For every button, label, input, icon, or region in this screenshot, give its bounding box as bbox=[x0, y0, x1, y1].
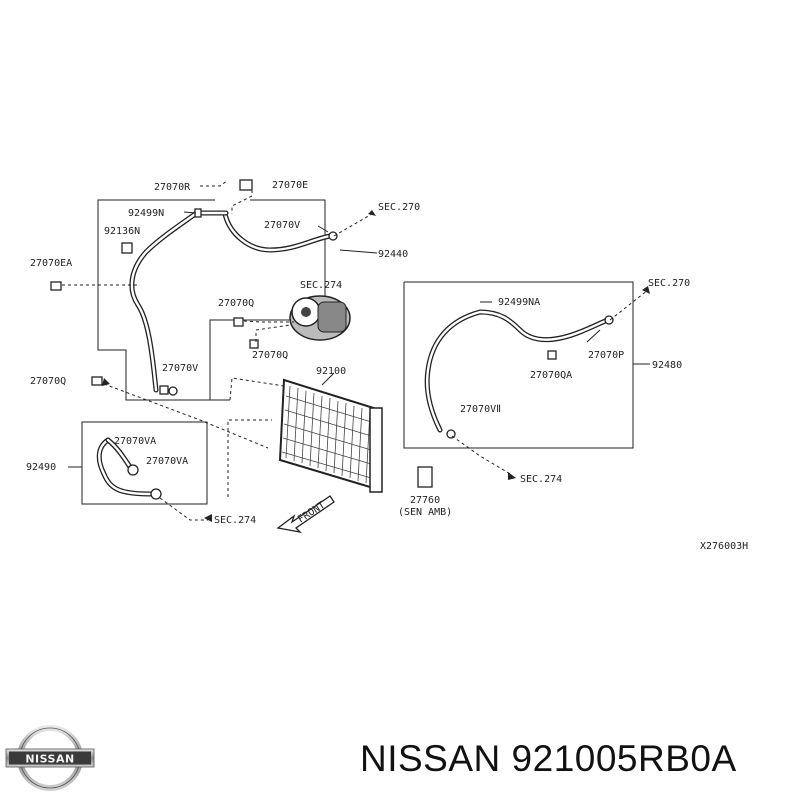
label-27070R: 27070R bbox=[154, 182, 191, 193]
label-92490: 92490 bbox=[26, 462, 56, 473]
label-27070VA-2: 27070VA bbox=[146, 456, 188, 467]
condenser-92100 bbox=[278, 378, 383, 493]
frame-group-92480 bbox=[403, 281, 634, 449]
label-92136N: 92136N bbox=[104, 226, 140, 237]
label-92440: 92440 bbox=[378, 249, 408, 260]
label-92480: 92480 bbox=[652, 360, 682, 371]
label-27070VII: 27070VⅡ bbox=[460, 404, 501, 415]
pipe-92440 bbox=[129, 209, 333, 393]
label-92499N: 92499N bbox=[128, 208, 164, 219]
arrows bbox=[102, 210, 650, 522]
label-92499NA: 92499NA bbox=[498, 297, 540, 308]
label-27070P: 27070P bbox=[588, 350, 624, 361]
label-sec274-a: SEC.274 bbox=[300, 280, 342, 291]
pipe-92490 bbox=[96, 437, 153, 497]
front-arrow-icon bbox=[276, 495, 335, 534]
label-27070V-low: 27070V bbox=[162, 363, 198, 374]
label-sec270-b: SEC.270 bbox=[648, 278, 690, 289]
label-sec274-b: SEC.274 bbox=[214, 515, 256, 526]
label-92100: 92100 bbox=[316, 366, 346, 377]
label-27070V: 27070V bbox=[264, 220, 300, 231]
fittings bbox=[50, 179, 614, 500]
part-caption: NISSAN 921005RB0A bbox=[360, 738, 737, 779]
pipe-92480 bbox=[424, 309, 611, 433]
label-27070E: 27070E bbox=[272, 180, 308, 191]
logo-text: NISSAN bbox=[25, 753, 74, 766]
leader-lines bbox=[68, 211, 650, 468]
compressor bbox=[289, 295, 351, 341]
frame-group-92490 bbox=[81, 421, 208, 505]
nissan-logo: NISSAN bbox=[5, 725, 95, 791]
label-sen-amb: (SEN AMB) bbox=[398, 507, 452, 518]
label-27070Q-mid: 27070Q bbox=[252, 350, 288, 361]
label-sec270-a: SEC.270 bbox=[378, 202, 420, 213]
dashed-leaders bbox=[62, 179, 649, 521]
label-front: FRONT bbox=[296, 500, 327, 526]
label-27070Q-left: 27070Q bbox=[30, 376, 66, 387]
label-27070VA-1: 27070VA bbox=[114, 436, 156, 447]
diagram-id: X276003H bbox=[700, 541, 748, 552]
label-27070QA: 27070QA bbox=[530, 370, 572, 381]
label-27070EA: 27070EA bbox=[30, 258, 72, 269]
label-sec274-c: SEC.274 bbox=[520, 474, 562, 485]
label-27070Q-top: 27070Q bbox=[218, 298, 254, 309]
label-27760: 27760 bbox=[410, 495, 440, 506]
